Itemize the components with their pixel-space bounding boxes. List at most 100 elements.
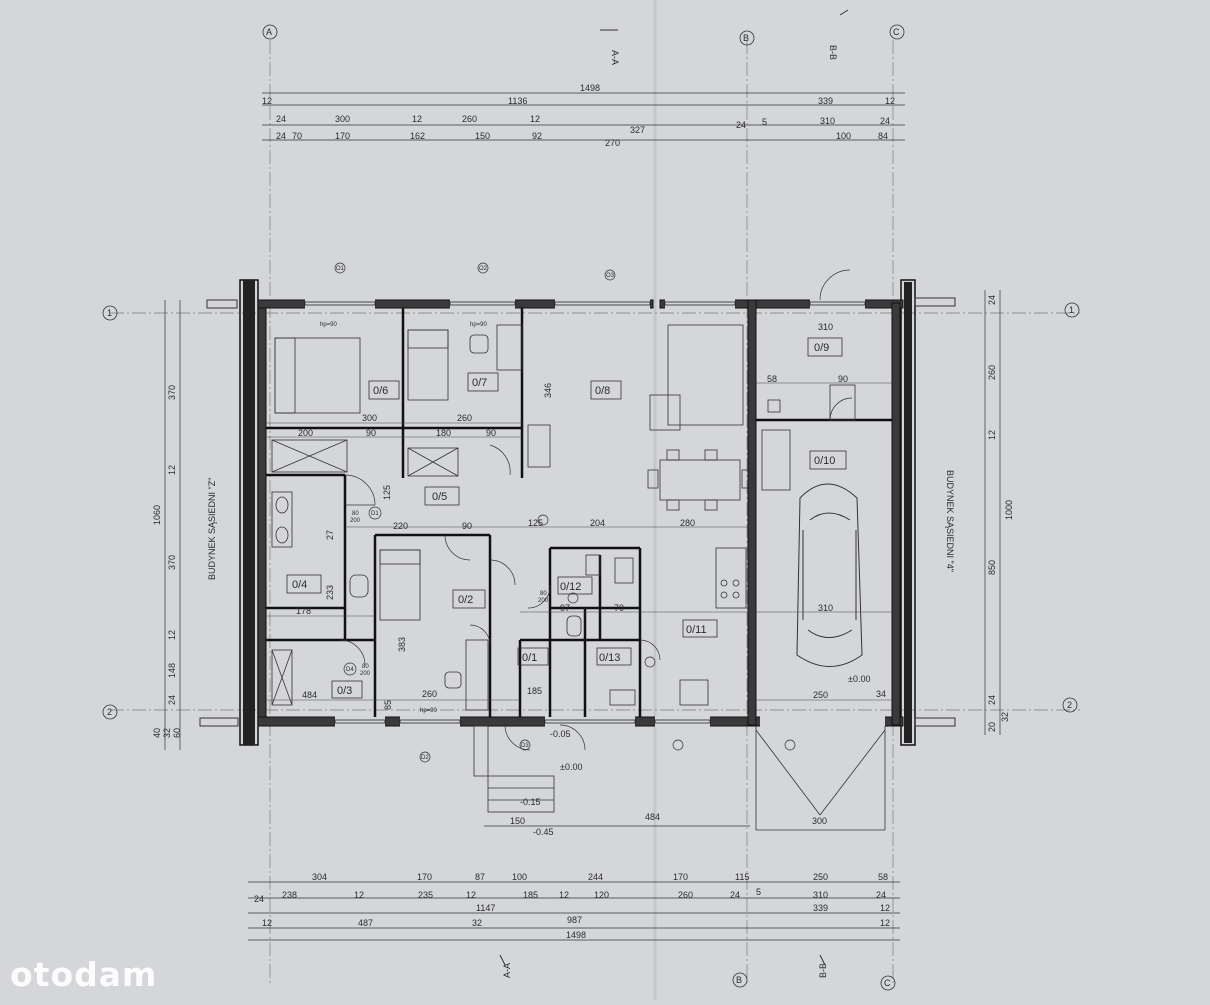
bot-dim-170b: 170 (673, 872, 688, 882)
bot-dim-24b: 24 (730, 890, 740, 900)
top-dim-339: 339 (818, 96, 833, 106)
bot-dim-12b: 12 (466, 890, 476, 900)
hp-0-7: hp=90 (470, 322, 488, 328)
top-dim-300: 300 (335, 114, 350, 124)
inner-dim-85: 85 (383, 700, 393, 710)
top-dim-12c: 12 (412, 114, 422, 124)
axis-b-top: B (743, 33, 749, 43)
room-0-11: 0/11 (686, 624, 707, 636)
bubble-o1: O1 (336, 266, 345, 272)
top-dim-12d: 12 (530, 114, 540, 124)
left-dim-32: 32 (162, 728, 172, 738)
level-porch: ±0.00 (560, 762, 582, 772)
bot-dim-32: 32 (472, 918, 482, 928)
room-0-6: 0/6 (373, 385, 388, 397)
right-dimension-lines (984, 290, 1001, 735)
watermark-logo: otodam (10, 955, 158, 994)
left-dim-370a: 370 (167, 385, 177, 400)
bubble-o2: O2 (479, 266, 488, 272)
inner-dim-34: 34 (876, 689, 886, 699)
bot-dim-987: 987 (567, 915, 582, 925)
inner-dim-383: 383 (397, 637, 407, 652)
left-dim-370b: 370 (167, 555, 177, 570)
bot-dim-238: 238 (282, 890, 297, 900)
bot-dim-487: 487 (358, 918, 373, 928)
top-dim-12a: 12 (262, 96, 272, 106)
door-swings (339, 269, 853, 751)
left-dim-12a: 12 (167, 465, 177, 475)
axis-c-bottom: C (884, 978, 891, 988)
section-bb-top: B-B (828, 45, 838, 60)
top-dimension-text: 1498 1136 339 12 12 24 300 12 260 12 24 … (262, 83, 895, 148)
bot-dim-170a: 170 (417, 872, 432, 882)
bubble-d4: D4 (346, 667, 354, 673)
axis-2-right: 2 (1067, 700, 1072, 710)
door-tag-3: 80 (362, 664, 369, 670)
bot-dim-12d: 12 (880, 903, 890, 913)
bed-0-6 (274, 337, 361, 414)
inner-dimension-text: 300 260 200 90 180 90 125 220 90 346 204… (296, 322, 886, 837)
level-ground: -0.45 (533, 827, 554, 837)
top-dim-170: 170 (335, 131, 350, 141)
left-dim-12b: 12 (167, 630, 177, 640)
axis-c-top: C (893, 27, 900, 37)
bed-0-7 (407, 329, 449, 401)
inner-dim-310a: 310 (818, 322, 833, 332)
inner-dim-233: 233 (325, 585, 335, 600)
furniture (271, 324, 856, 711)
bubble-d3: D3 (521, 743, 529, 749)
top-dim-310: 310 (820, 116, 835, 126)
bot-dim-total: 1498 (566, 930, 586, 940)
left-dimension-text: 370 12 370 1060 12 148 24 40 32 60 (152, 385, 182, 738)
level-step: -0.05 (550, 729, 571, 739)
inner-dim-125v: 125 (382, 485, 392, 500)
room-0-4: 0/4 (292, 579, 307, 591)
top-dim-24d: 24 (276, 131, 286, 141)
top-dim-24b: 24 (736, 120, 746, 130)
bot-dim-235: 235 (418, 890, 433, 900)
bot-dim-304: 304 (312, 872, 327, 882)
inner-dim-97: 97 (560, 603, 570, 613)
inner-dim-484: 484 (645, 812, 660, 822)
sofa-0-2 (379, 549, 421, 621)
porch-steps (473, 725, 750, 827)
inner-dim-150: 150 (510, 816, 525, 826)
door-tags: 80 200 80 200 80 200 (350, 511, 549, 677)
neighbor-wall-stubs (199, 297, 956, 727)
inner-dim-200: 200 (298, 428, 313, 438)
top-dim-5: 5 (762, 117, 767, 127)
inner-dim-300: 300 (362, 413, 377, 423)
top-dim-260: 260 (462, 114, 477, 124)
room-0-5: 0/5 (432, 491, 447, 503)
door-tag-3b: 200 (360, 671, 371, 677)
inner-dim-238: 484 (302, 690, 317, 700)
right-dimension-text: 24 260 12 850 1000 24 20 32 (987, 295, 1014, 732)
axis-a-top: A (266, 27, 272, 37)
bot-dim-12e: 12 (262, 918, 272, 928)
section-aa-top: A-A (610, 50, 620, 65)
inner-dim-185: 185 (527, 686, 542, 696)
right-dim-1000: 1000 (1004, 500, 1014, 520)
bot-dim-339: 339 (813, 903, 828, 913)
top-dim-24a: 24 (276, 114, 286, 124)
bot-dim-100: 100 (512, 872, 527, 882)
axis-b-bottom: B (736, 975, 742, 985)
left-dim-60: 60 (172, 728, 182, 738)
inner-dim-70: 70 (614, 603, 624, 613)
top-dim-162: 162 (410, 131, 425, 141)
inner-dim-125: 125 (528, 518, 543, 528)
element-bubbles (334, 262, 796, 763)
top-dim-100: 100 (836, 131, 851, 141)
bot-dim-260: 260 (678, 890, 693, 900)
right-dim-12: 12 (987, 430, 997, 440)
right-dim-24a: 24 (987, 295, 997, 305)
bot-dim-250: 250 (813, 872, 828, 882)
bot-dim-1147: 1147 (476, 903, 495, 913)
top-dim-24c: 24 (880, 116, 890, 126)
inner-dim-260b: 260 (422, 689, 437, 699)
inner-dim-58: 58 (767, 374, 777, 384)
level-step-b: -0.15 (520, 797, 541, 807)
section-arrows (499, 9, 849, 966)
